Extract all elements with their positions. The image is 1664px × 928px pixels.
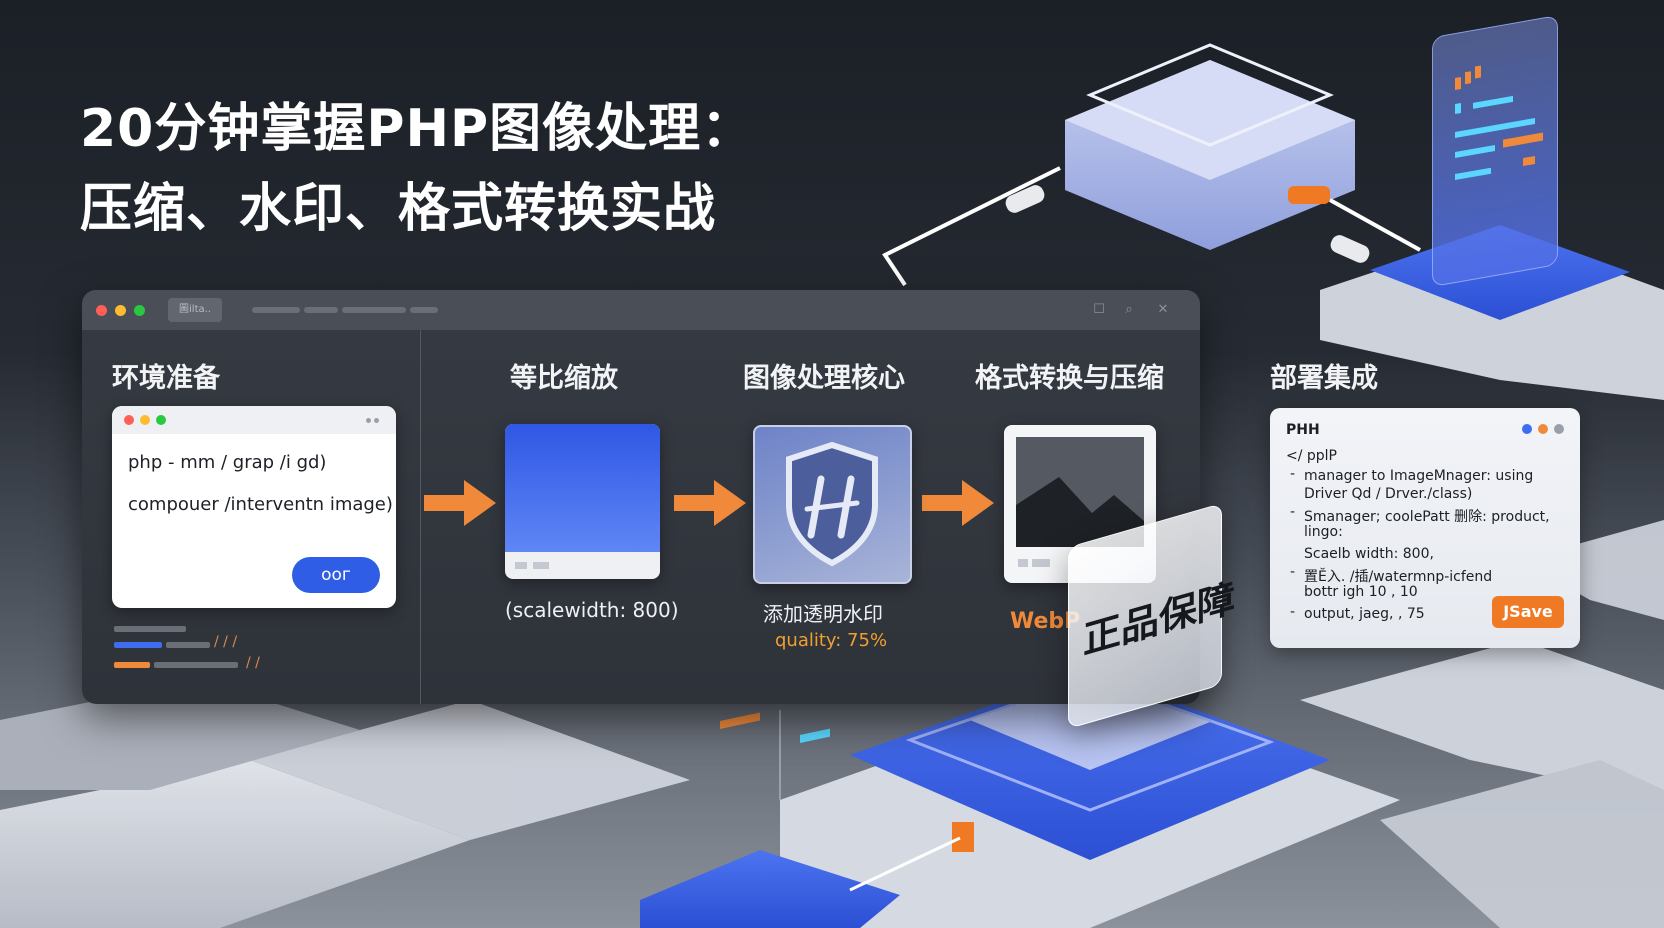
code-lines-decoration	[1455, 65, 1543, 181]
code-line: manager to ImageMnager: using	[1304, 468, 1534, 484]
stage-title-format: 格式转换与压缩	[975, 363, 1164, 394]
page-title-line-1: 20分钟掌握PHP图像处理：	[80, 99, 755, 159]
page-title-line-2: 压缩、水印、格式转换实战	[80, 179, 717, 239]
close-dot[interactable]	[96, 305, 107, 316]
code-line: bottr igh 10 , 10	[1304, 584, 1418, 600]
arrow-right-icon	[424, 480, 496, 526]
code-bullet: -	[1290, 564, 1296, 580]
card-titlebar	[112, 406, 396, 434]
stage-title-scale: 等比缩放	[510, 363, 618, 394]
close-icon[interactable]: ✕	[1157, 302, 1169, 317]
menu-dot	[374, 418, 379, 423]
image-placeholder	[505, 424, 660, 552]
code-line: </ pplP	[1286, 448, 1338, 464]
code-line: lingo:	[1304, 524, 1343, 540]
install-command-gd: php - mm / grap /i gd)	[128, 452, 327, 473]
search-icon[interactable]: ⌕	[1125, 302, 1133, 317]
status-dot	[1554, 424, 1564, 434]
small-block	[640, 712, 974, 928]
scale-preview-card	[505, 424, 660, 579]
stage-title-deploy: 部署集成	[1270, 363, 1378, 394]
stage-title-env: 环境准备	[112, 363, 220, 394]
watermark-card	[753, 425, 912, 584]
scale-caption: (scalewidth: 800)	[505, 598, 679, 622]
progress-track	[166, 642, 210, 648]
code-line: Smanager; coolePatt 删除: product,	[1304, 509, 1550, 525]
address-bar-segment	[342, 307, 406, 313]
window-tab[interactable]: 圖ilta..	[168, 298, 222, 322]
window-titlebar: 圖ilta.. ☐ ⌕ ✕	[82, 290, 1200, 330]
code-line: 置Ĕ入. /插/watermnp-icfend	[1304, 569, 1493, 585]
floor-tiles	[0, 520, 1664, 928]
code-header: PHH	[1286, 422, 1320, 438]
server-box	[882, 43, 1421, 287]
caption-placeholder	[533, 562, 549, 569]
maximize-dot[interactable]	[134, 305, 145, 316]
window-restore-icon[interactable]: ☐	[1093, 302, 1105, 317]
maximize-dot	[156, 415, 166, 425]
code-line: Scaelb width: 800,	[1304, 546, 1434, 562]
minimize-dot	[140, 415, 150, 425]
env-setup-card: php - mm / grap /i gd) compouer /interve…	[112, 406, 396, 608]
badge-text: 正品保障	[1083, 575, 1236, 663]
quality-label: quality: 75%	[775, 630, 888, 651]
address-bar-segment	[252, 307, 300, 313]
code-bullet: -	[1290, 604, 1296, 620]
code-bullet: -	[1290, 504, 1296, 520]
arrow-right-icon	[922, 480, 994, 526]
arrow-right-icon	[674, 480, 746, 526]
code-bullet: -	[1290, 466, 1296, 482]
caption-placeholder	[515, 562, 527, 569]
address-bar-segment	[304, 307, 338, 313]
floating-code-panel	[1432, 14, 1558, 288]
close-dot	[124, 415, 134, 425]
save-button[interactable]: JSave	[1492, 596, 1564, 628]
minimize-dot[interactable]	[115, 305, 126, 316]
format-preview-card	[1004, 425, 1156, 583]
progress-track	[114, 626, 186, 632]
deploy-code-card: PHH </ pplP - manager to ImageMnager: us…	[1270, 408, 1580, 648]
progress-bar-orange	[114, 662, 150, 668]
tick-mark: / /	[246, 655, 260, 671]
watermark-caption: 添加透明水印	[763, 602, 883, 626]
image-icon	[1016, 437, 1144, 567]
progress-bar-blue	[114, 642, 162, 648]
code-line: Driver Qd / Drver./class)	[1304, 486, 1473, 502]
address-bar-segment	[410, 307, 438, 313]
install-command-intervention: compouer /interventn image)	[128, 494, 393, 515]
progress-track	[154, 662, 238, 668]
panel-divider	[420, 330, 421, 704]
code-line: output, jaeg, , 75	[1304, 606, 1425, 622]
stage-title-core: 图像处理核心	[743, 363, 905, 394]
tick-mark: / / /	[214, 634, 238, 650]
status-dot	[1538, 424, 1548, 434]
menu-dot	[366, 418, 371, 423]
shield-icon	[786, 441, 878, 567]
run-button[interactable]: ooг	[292, 557, 380, 593]
status-dot	[1522, 424, 1532, 434]
